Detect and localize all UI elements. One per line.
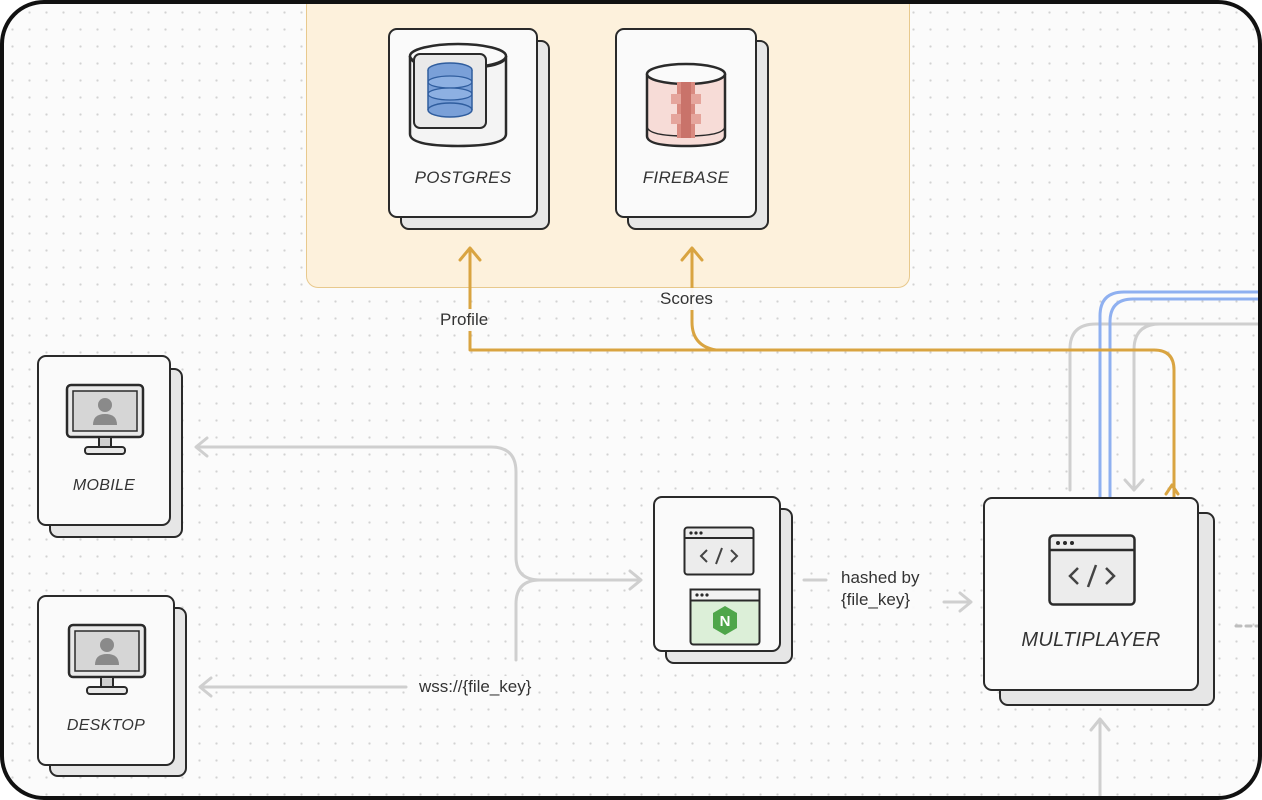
monitor-user-icon [67, 623, 147, 695]
nginx-window-icon: N [689, 588, 761, 646]
code-window-icon [683, 526, 755, 576]
edge-label-scores: Scores [660, 288, 713, 310]
connectors-layer [194, 246, 1258, 796]
mobile-node[interactable]: MOBILE [37, 355, 171, 526]
edge-scores [690, 248, 718, 352]
postgres-node[interactable]: POSTGRES [388, 28, 538, 218]
edge-gateway-to-mobile [195, 445, 642, 582]
edge-desktop-up [514, 578, 542, 662]
edge-orange-arrow-up [1164, 483, 1180, 496]
edge-blue-1 [1098, 290, 1258, 516]
desktop-label: DESKTOP [66, 717, 146, 734]
edge-blue-2 [1108, 297, 1258, 518]
edge-bottom-arrow [1089, 717, 1111, 732]
edge-label-hashed-line1: hashed by [841, 568, 920, 587]
desktop-node[interactable]: DESKTOP [37, 595, 175, 766]
edge-desktop-arrow [198, 676, 213, 698]
edge-label-wss: wss://{file_key} [419, 676, 532, 698]
edge-mobile-arrow [194, 436, 209, 458]
gateway-node[interactable]: N [653, 496, 781, 652]
nginx-letter: N [720, 613, 731, 630]
edge-label-hashed-by: hashed by {file_key} [841, 567, 920, 611]
monitor-user-icon [65, 383, 145, 455]
edge-hashed-arrow [958, 591, 973, 613]
firebase-database-icon [645, 62, 727, 148]
postgres-label: POSTGRES [414, 168, 512, 187]
edge-gray-inner-arrow [1123, 478, 1145, 492]
multiplayer-node[interactable]: MULTIPLAYER [983, 497, 1199, 691]
multiplayer-label: MULTIPLAYER [1021, 629, 1161, 651]
edge-gateway-arrow [628, 569, 643, 591]
edge-profile-arrow [458, 246, 482, 262]
code-window-icon [1048, 534, 1136, 606]
firebase-label: FIREBASE [642, 168, 730, 187]
edge-label-profile: Profile [440, 309, 489, 331]
postgres-database-icon [408, 42, 508, 148]
edge-scores-arrow [680, 246, 704, 262]
edge-profile [468, 248, 1176, 518]
mobile-label: MOBILE [72, 477, 136, 494]
edge-label-hashed-line2: {file_key} [841, 590, 910, 609]
firebase-node[interactable]: FIREBASE [615, 28, 757, 218]
